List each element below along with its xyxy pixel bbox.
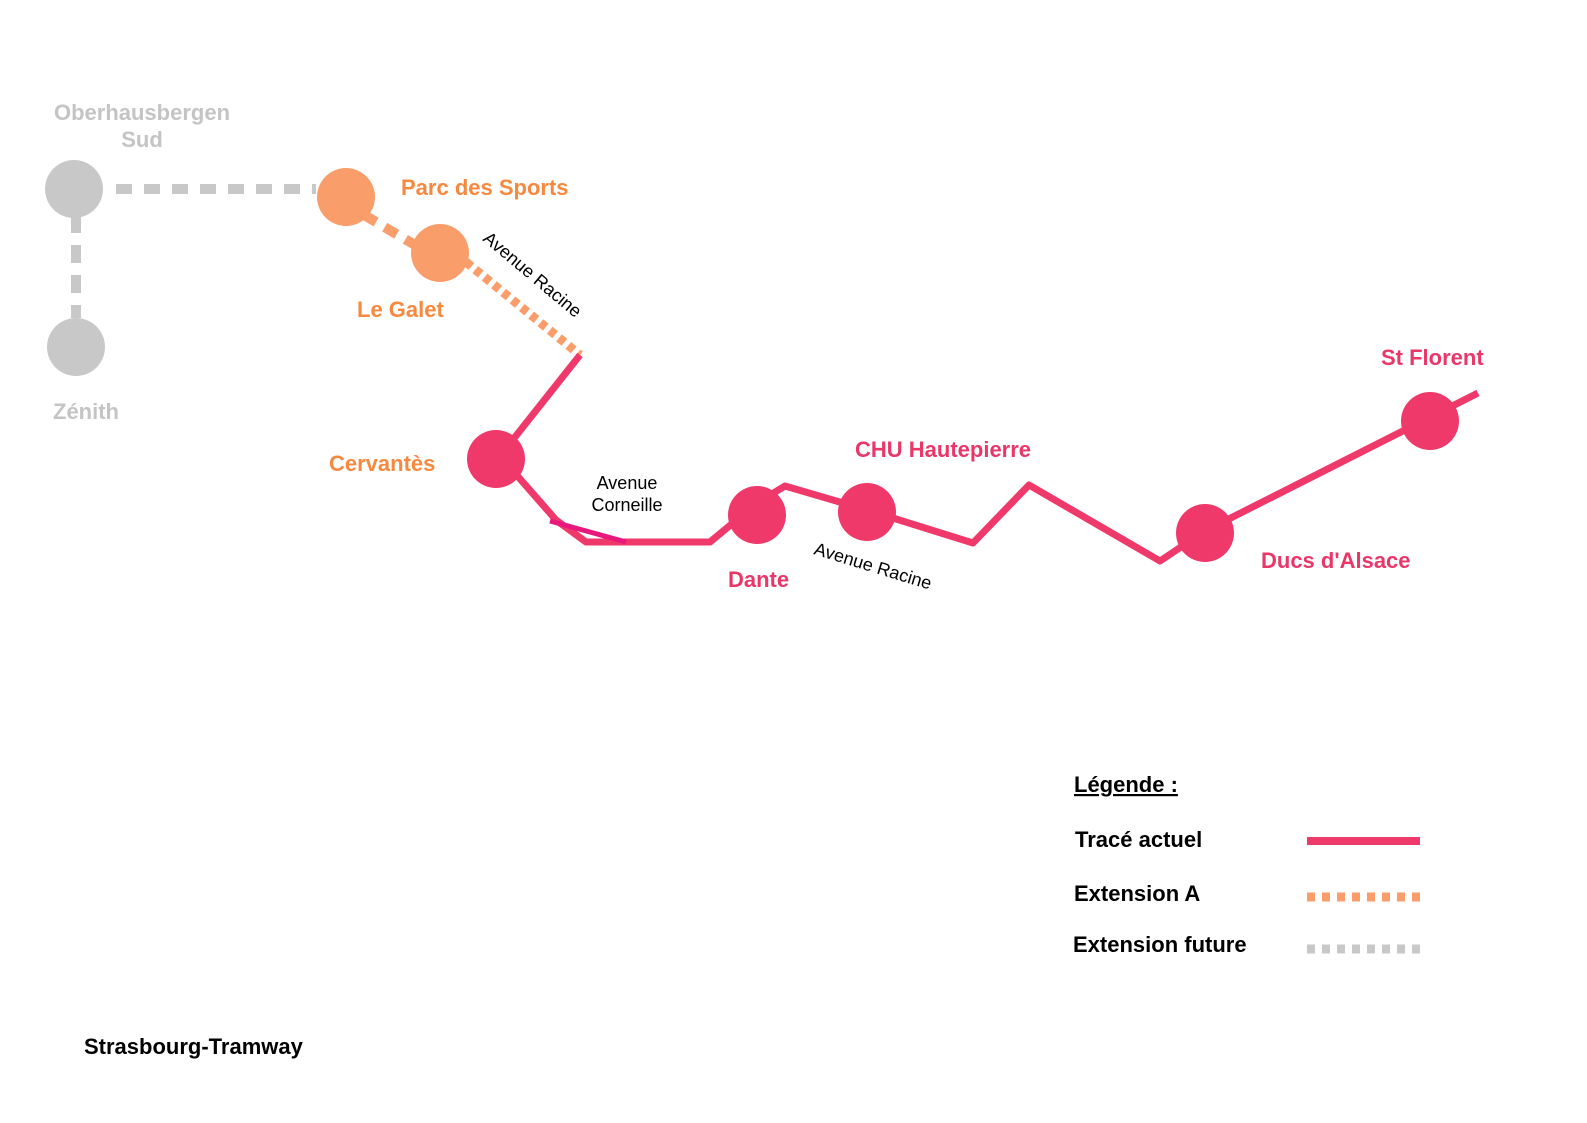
legend-label-extension-a: Extension A (1074, 881, 1200, 906)
station-label-oberhausbergen-line2: Sud (121, 127, 163, 152)
ext-a-track-galet-junction (463, 258, 583, 359)
extension-a-track (361, 210, 583, 359)
station-marker-dante (728, 486, 786, 544)
legend-title: Légende : (1074, 772, 1178, 797)
current-route-track (496, 352, 1480, 565)
street-label-avenue-racine-north: Avenue Racine (479, 228, 585, 322)
future-extension-track (71, 184, 316, 318)
street-label-avenue-corneille-line2: Corneille (591, 495, 662, 515)
ext-a-track-parc-galet (361, 210, 418, 250)
street-label-avenue-corneille-line1: Avenue (597, 473, 658, 493)
station-marker-parc-des-sports (317, 168, 375, 226)
station-marker-cervantes (467, 430, 525, 488)
station-marker-oberhausbergen-sud (45, 160, 103, 218)
legend-label-current: Tracé actuel (1075, 827, 1202, 852)
station-marker-ducs-d-alsace (1176, 504, 1234, 562)
current-route-highlight-segment (549, 518, 627, 545)
station-label-st-florent: St Florent (1381, 345, 1484, 370)
station-marker-zenith (47, 318, 105, 376)
station-label-ducs-d-alsace: Ducs d'Alsace (1261, 548, 1411, 573)
station-label-oberhausbergen-line1: Oberhausbergen (54, 100, 230, 125)
station-label-parc-des-sports: Parc des Sports (401, 175, 569, 200)
station-label-cervantes: Cervantès (329, 451, 435, 476)
station-label-dante: Dante (728, 567, 789, 592)
station-label-zenith: Zénith (53, 399, 119, 424)
station-marker-le-galet (411, 224, 469, 282)
street-label-avenue-racine-south: Avenue Racine (812, 539, 934, 594)
station-label-chu-hautepierre: CHU Hautepierre (855, 437, 1031, 462)
legend: Légende : Tracé actuel Extension A Exten… (1073, 772, 1420, 957)
station-marker-chu-hautepierre (838, 483, 896, 541)
station-label-le-galet: Le Galet (357, 297, 444, 322)
legend-label-future: Extension future (1073, 932, 1247, 957)
station-marker-st-florent (1401, 392, 1459, 450)
credit-label: Strasbourg-Tramway (84, 1034, 304, 1059)
